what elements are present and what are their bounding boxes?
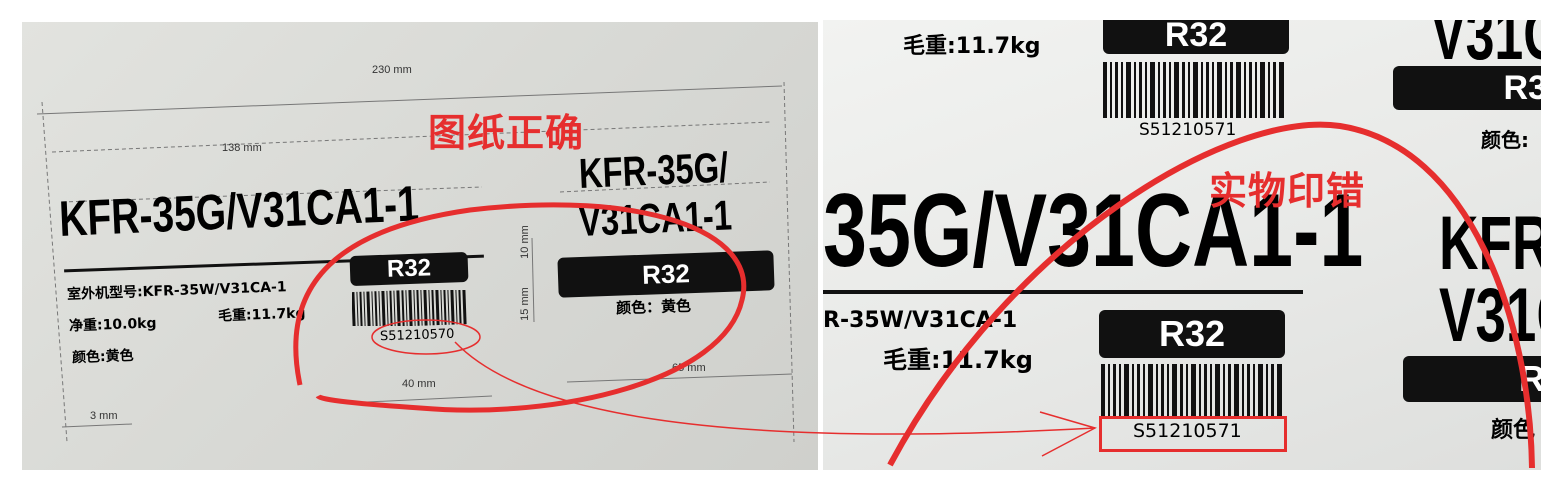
dimension-3: 3 mm: [90, 410, 118, 422]
barcode-top: [1103, 62, 1284, 118]
edge-color-top: 颜色:: [1481, 128, 1529, 152]
serial-highlight-box: [1099, 416, 1287, 452]
outdoor-model: 室外机型号:KFR-35W/V31CA-1: [66, 279, 287, 303]
edge-model-top: V31C: [1431, 20, 1541, 75]
edge-refrigerant-bottom: R: [1403, 356, 1541, 402]
refrigerant-badge: R32: [349, 251, 469, 287]
model-number: KFR-35G/V31CA1-1: [58, 175, 420, 247]
refrigerant-badge-top: R32: [1103, 20, 1289, 54]
dimension-15: 15 mm: [518, 287, 531, 321]
dimension-40: 40 mm: [402, 378, 436, 390]
dimension-138: 138 mm: [222, 142, 262, 154]
barcode-right: [1101, 364, 1282, 416]
dimension-65: 65 mm: [672, 362, 706, 374]
second-model-line1: KFR-35G/: [578, 143, 730, 197]
printed-label-photo: 毛重:11.7kg R32 S51210571 35G/V31CA1-1 R-3…: [823, 20, 1541, 470]
edge-color-bottom: 颜色: [1491, 418, 1536, 443]
second-model-line2: V31CA1-1: [578, 191, 733, 245]
caption-drawing-correct: 图纸正确: [428, 111, 585, 155]
refrigerant-badge-right: R32: [1099, 310, 1285, 358]
edge-model-line2: V31C: [1439, 273, 1541, 358]
edge-refrigerant-top: R3: [1393, 66, 1541, 110]
second-refrigerant-badge: R32: [557, 250, 775, 298]
outdoor-model-partial: R-35W/V31CA-1: [823, 308, 1018, 333]
barcode: [352, 290, 467, 326]
gross-weight-right: 毛重:11.7kg: [883, 346, 1033, 374]
caption-printed-wrong: 实物印错: [1209, 169, 1366, 213]
serial-number: S51210570: [379, 326, 455, 345]
net-weight: 净重:10.0kg: [68, 315, 157, 335]
dimension-230: 230 mm: [372, 64, 412, 76]
dimension-10: 10 mm: [518, 225, 531, 259]
drawing-photo: 230 mm 138 mm KFR-35G/V31CA1-1 室外机型号:KFR…: [22, 22, 818, 470]
gross-weight: 毛重:11.7kg: [217, 305, 306, 325]
dimension-lines: [36, 81, 795, 443]
gross-weight-top: 毛重:11.7kg: [903, 34, 1041, 59]
color-label: 颜色:黄色: [71, 347, 134, 367]
model-underline-right: [823, 290, 1303, 294]
serial-number-top: S51210571: [1139, 120, 1237, 140]
second-color-label: 颜色：黄色: [615, 296, 692, 318]
